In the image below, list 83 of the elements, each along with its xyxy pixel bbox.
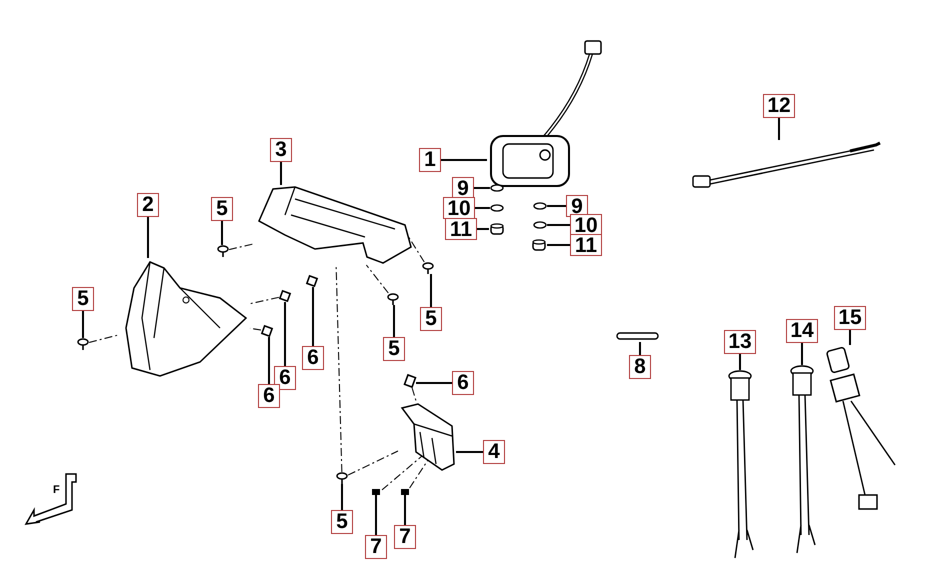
leader-line	[284, 302, 286, 366]
leader-line	[147, 217, 149, 258]
upper-cover-drawing	[255, 185, 415, 265]
callout-number: 7	[394, 525, 416, 549]
mounting-bracket-drawing	[398, 402, 456, 472]
leader-line	[456, 451, 483, 453]
callout-number: 5	[72, 287, 94, 311]
direction-letter: F	[53, 484, 60, 496]
callout-number: 6	[258, 384, 280, 408]
callout-number: 2	[137, 193, 159, 217]
leader-line	[341, 484, 343, 510]
leader-line	[547, 224, 570, 226]
callout-number: 11	[445, 218, 477, 240]
leader-line	[639, 342, 641, 355]
washer-drawing	[533, 202, 547, 210]
leader-line	[477, 228, 489, 230]
callout-number: 10	[443, 197, 475, 219]
leader-line	[475, 207, 490, 209]
leader-line	[739, 354, 741, 370]
callout-number: 5	[420, 307, 442, 331]
callout-number: 12	[763, 94, 795, 118]
leader-line	[547, 244, 570, 246]
bolt-drawing	[370, 488, 382, 502]
callout-number: 8	[629, 355, 651, 379]
assembly-line	[412, 388, 417, 402]
grommet-drawing	[531, 239, 547, 251]
screw-drawing	[77, 338, 89, 350]
washer-drawing	[490, 184, 504, 192]
leader-line	[82, 311, 84, 338]
assembly-line	[348, 450, 398, 476]
callout-number: 5	[211, 197, 233, 221]
callout-number: 6	[452, 371, 474, 395]
callout-number: 6	[274, 366, 296, 390]
instrument-cluster-drawing	[487, 40, 602, 190]
callout-number: 11	[570, 234, 602, 256]
washer-drawing	[533, 221, 547, 229]
leader-line	[221, 221, 223, 245]
leader-line	[849, 330, 851, 345]
callout-number: 10	[570, 214, 602, 236]
leader-line	[778, 118, 780, 140]
screw-drawing	[217, 245, 229, 257]
grommet-drawing	[489, 223, 505, 235]
leader-line	[801, 343, 803, 365]
leader-line	[375, 502, 377, 535]
screw-drawing	[387, 293, 399, 305]
leader-line	[404, 502, 406, 525]
screw-drawing	[336, 472, 348, 484]
callout-number: 13	[724, 330, 756, 354]
leader-line	[441, 159, 487, 161]
clip-nut-drawing	[306, 275, 318, 287]
clip-nut-drawing	[404, 374, 416, 388]
assembly-line	[336, 264, 342, 472]
callout-number: 3	[270, 138, 292, 162]
leader-line	[393, 305, 395, 337]
callout-number: 5	[383, 337, 405, 361]
callout-number: 15	[834, 306, 866, 330]
callout-number: 5	[331, 510, 353, 534]
callout-number: 14	[786, 319, 818, 343]
leader-line	[474, 187, 490, 189]
assembly-line	[408, 236, 425, 262]
assembly-line	[409, 460, 428, 488]
leader-line	[268, 337, 270, 384]
callout-number: 4	[483, 440, 505, 464]
callout-number: 1	[419, 148, 441, 172]
screw-drawing	[422, 262, 434, 274]
callout-number: 7	[365, 535, 387, 559]
leader-line	[312, 287, 314, 346]
clip-nut-drawing	[261, 325, 273, 337]
callout-number: 6	[302, 346, 324, 370]
leader-line	[280, 162, 282, 185]
leader-line	[547, 205, 566, 207]
clip-nut-drawing	[279, 290, 291, 302]
speedometer-cable-drawing	[690, 140, 880, 190]
assembly-line	[366, 264, 389, 294]
pin-drawing	[615, 330, 660, 342]
leader-line	[416, 382, 452, 384]
washer-drawing	[490, 204, 504, 212]
leader-line	[430, 274, 432, 307]
assembly-line	[382, 456, 422, 490]
assembly-line	[250, 296, 280, 304]
bolt-drawing	[399, 488, 411, 502]
assembly-line	[228, 243, 256, 250]
callout-number: 9	[452, 177, 474, 199]
